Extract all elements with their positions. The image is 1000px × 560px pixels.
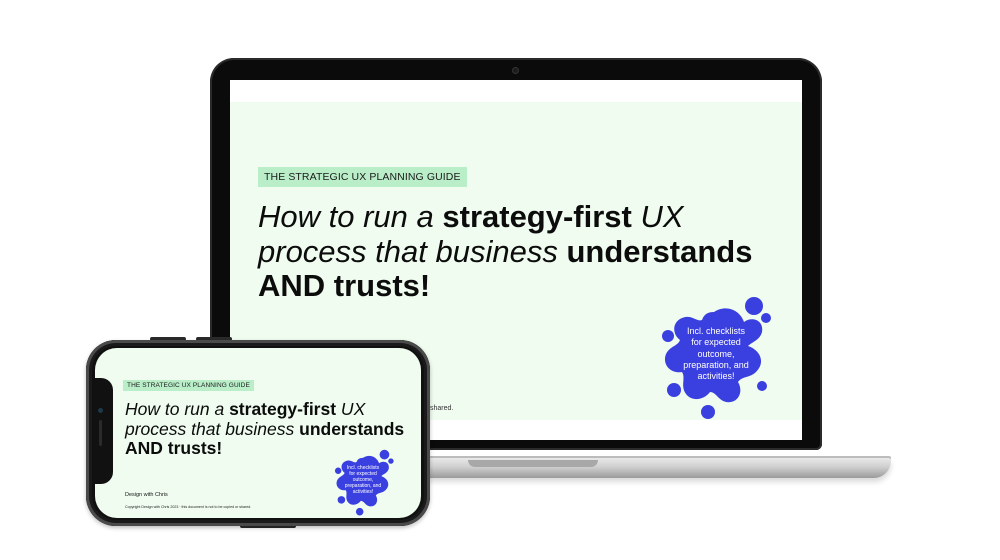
splat-badge-icon [334, 449, 394, 516]
laptop-slide: THE STRATEGIC UX PLANNING GUIDE How to r… [230, 102, 802, 420]
title-line-2: process that business understands [258, 233, 753, 270]
title-text: process that business [125, 418, 300, 439]
phone-camera [98, 408, 103, 413]
badge-line: for expected [691, 337, 741, 348]
title-text: process that business [258, 233, 567, 269]
title-bold-text: AND trusts! [125, 438, 223, 459]
badge-line: Incl. checklists [346, 465, 380, 471]
title-text: UX [631, 199, 684, 234]
title-bold-text: strategy-first [229, 399, 337, 419]
badge-line: for expected [349, 471, 377, 477]
title-line-1: How to run a strategy-first UX [258, 199, 752, 235]
phone-speaker [99, 420, 102, 446]
splat-badge-icon [662, 297, 771, 419]
badge-line: outcome, [697, 348, 735, 359]
title-text: How to run a [125, 399, 230, 419]
page-title: How to run a strategy-first UX process t… [258, 199, 753, 304]
title-bold-text: AND trusts! [258, 268, 431, 304]
title-line-3: AND trusts! [258, 269, 752, 304]
badge-line: outcome, [352, 477, 374, 483]
title-text: UX [336, 399, 366, 419]
phone-power-button [240, 524, 296, 528]
badge-line: preparation, and [683, 359, 749, 370]
badge-line: Incl. checklists [686, 326, 746, 336]
guide-tag: THE STRATEGIC UX PLANNING GUIDE [258, 167, 467, 187]
laptop-camera [512, 67, 519, 74]
laptop-screen: THE STRATEGIC UX PLANNING GUIDE How to r… [230, 80, 802, 440]
title-bold-text: understands [566, 233, 753, 269]
badge-line: preparation, and [344, 483, 382, 489]
copyright-text: Copyright Design with Chris 2023 · this … [125, 505, 252, 509]
laptop-lip-notch [468, 460, 598, 467]
badge-line: activities! [352, 489, 374, 495]
title-line-3: AND trusts! [125, 438, 404, 459]
title-bold-text: understands [299, 418, 405, 439]
title-line-1: How to run a strategy-first UX [125, 399, 404, 420]
badge-text: Incl. checklists for expected outcome, p… [676, 326, 756, 382]
badge-text: Incl. checklists for expected outcome, p… [339, 465, 387, 495]
phone-screen: THE STRATEGIC UX PLANNING GUIDE How to r… [95, 348, 421, 518]
page-title: How to run a strategy-first UX process t… [125, 399, 405, 459]
guide-tag: THE STRATEGIC UX PLANNING GUIDE [123, 380, 254, 391]
badge-line: activities! [697, 371, 735, 381]
footnote: shared. [430, 405, 454, 412]
title-text: How to run a [258, 199, 443, 234]
phone-volume-button [150, 337, 186, 341]
brand-name: Design with Chris [125, 492, 168, 498]
title-line-2: process that business understands [125, 418, 405, 440]
title-bold-text: strategy-first [442, 199, 632, 234]
phone-notch [95, 378, 113, 484]
phone-volume-button [196, 337, 232, 341]
